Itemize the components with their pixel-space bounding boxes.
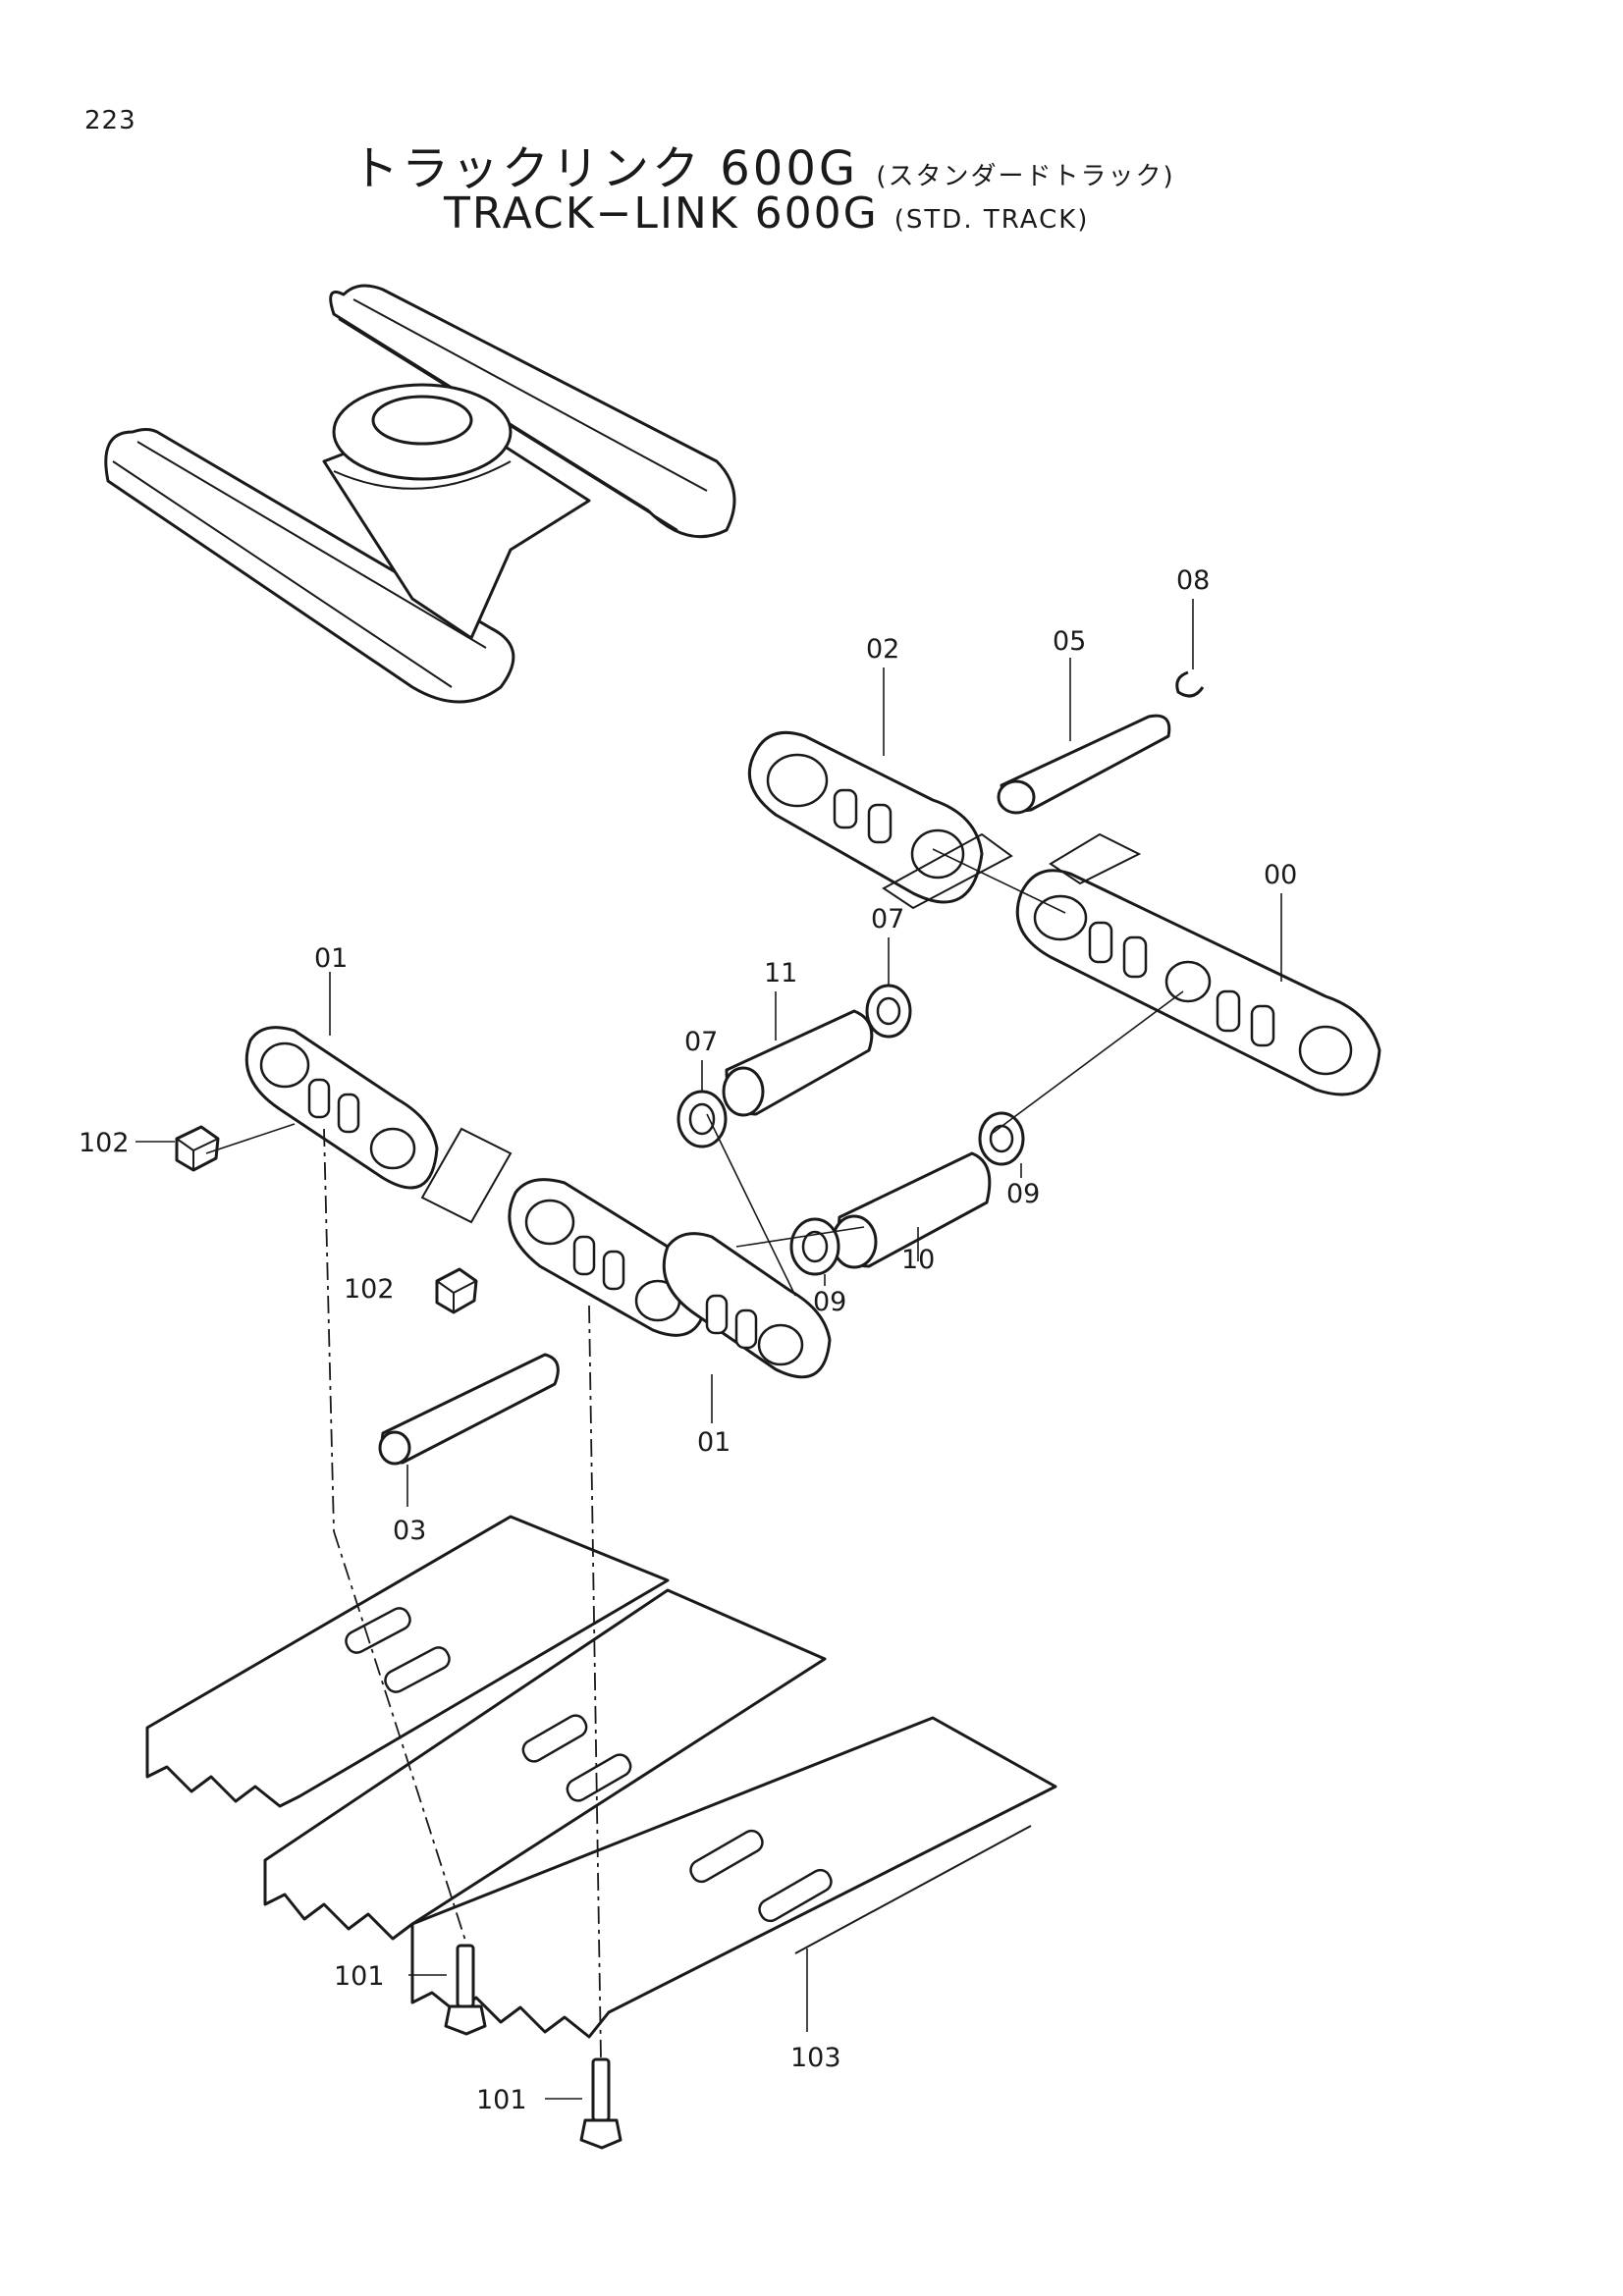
track-shoe-front xyxy=(145,1515,670,1808)
seal-plate-left xyxy=(420,1127,513,1224)
centerline-right-bolt xyxy=(588,1305,602,2060)
centerline-left xyxy=(323,1128,335,1532)
callout-01-upper: 01 xyxy=(314,943,348,974)
title-english-sub: (STD. TRACK) xyxy=(893,205,1090,235)
callout-103: 103 xyxy=(790,2043,841,2073)
undercarriage-overview xyxy=(104,284,736,704)
callout-05: 05 xyxy=(1053,626,1086,657)
callout-03: 03 xyxy=(393,1516,426,1546)
callout-02: 02 xyxy=(866,634,899,665)
callout-101-upper: 101 xyxy=(334,1961,385,1992)
callout-09-left: 09 xyxy=(813,1287,846,1317)
bolt-101-left xyxy=(444,1944,487,2036)
alignment-line-mid xyxy=(735,1226,865,1248)
title-japanese-main: トラックリンク 600G xyxy=(352,141,859,196)
pin-03 xyxy=(378,1353,560,1466)
alignment-line-left xyxy=(706,1113,796,1297)
callout-102-lower: 102 xyxy=(344,1274,395,1305)
callout-07-right: 07 xyxy=(871,904,904,934)
seal-09-left xyxy=(789,1217,840,1276)
page-number: 223 xyxy=(84,106,136,135)
title-japanese-sub: (スタンダードトラック) xyxy=(876,162,1175,191)
title-english: TRACK−LINK 600G (STD. TRACK) xyxy=(444,188,1089,239)
callout-102-upper: 102 xyxy=(79,1128,130,1158)
nut-102-lower xyxy=(435,1267,478,1314)
callout-101-lower: 101 xyxy=(476,2085,527,2115)
link-00 xyxy=(1015,869,1381,1096)
callout-01-lower: 01 xyxy=(697,1427,730,1458)
link-01-center-b xyxy=(662,1232,832,1379)
callout-00: 00 xyxy=(1264,860,1297,890)
link-01-left xyxy=(244,1026,439,1190)
pin-05 xyxy=(997,714,1171,815)
master-link-02 xyxy=(747,730,984,904)
title-english-main: TRACK−LINK 600G xyxy=(444,188,879,239)
centerline-left-bolt xyxy=(333,1530,467,1945)
seal-09-right xyxy=(978,1111,1025,1166)
callout-10: 10 xyxy=(901,1245,935,1275)
callout-07-left: 07 xyxy=(684,1027,718,1057)
seal-plate xyxy=(882,832,1013,910)
nut-102-upper xyxy=(175,1125,220,1172)
callout-08: 08 xyxy=(1176,565,1210,596)
seal-07-left xyxy=(676,1090,728,1148)
bolt-101-right xyxy=(579,2057,622,2150)
seal-plate-right xyxy=(1049,832,1142,885)
bushing-10 xyxy=(831,1151,992,1269)
seal-07-right xyxy=(865,984,912,1039)
track-shoe-rear xyxy=(410,1716,1057,2039)
alignment-line-upper xyxy=(932,848,1066,914)
bushing-11 xyxy=(722,1009,874,1117)
alignment-line-nut xyxy=(205,1123,296,1154)
callout-09-right: 09 xyxy=(1006,1179,1040,1209)
callout-11: 11 xyxy=(764,958,797,988)
track-shoe-middle xyxy=(263,1588,827,1941)
alignment-line-right xyxy=(991,990,1184,1135)
title-japanese: トラックリンク 600G (スタンダードトラック) xyxy=(352,130,1175,198)
snap-ring-08 xyxy=(1175,670,1205,698)
